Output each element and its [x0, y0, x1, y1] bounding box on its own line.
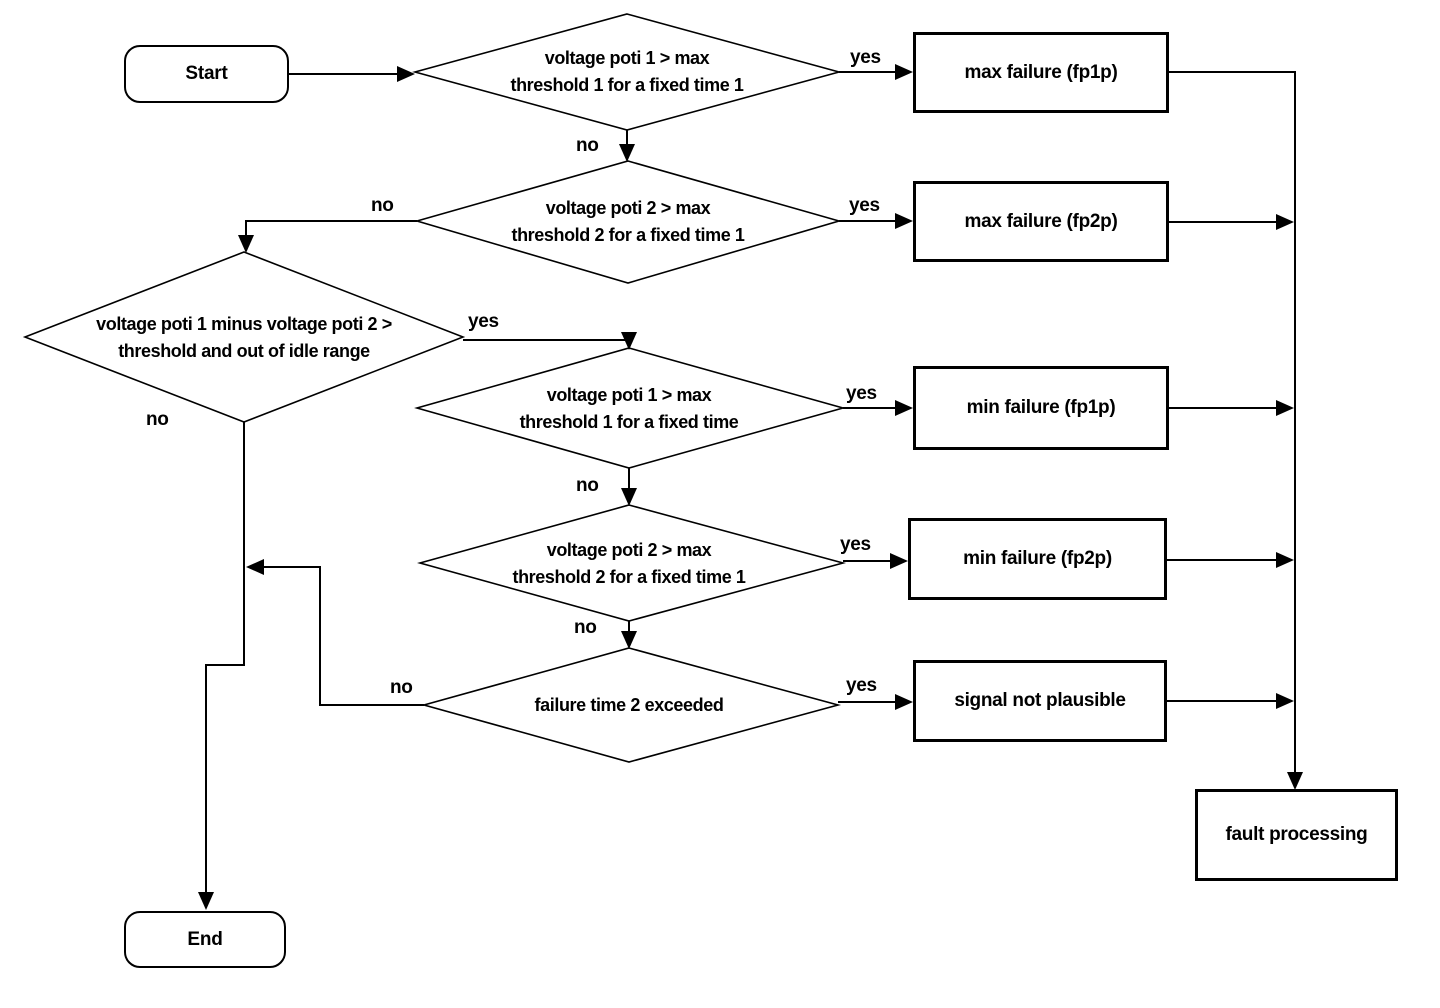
- edge-d6-no-return: [262, 566, 424, 706]
- edge-label-d4-no: no: [576, 475, 599, 496]
- process-max-failure-fp2p: max failure (fp2p): [913, 181, 1169, 262]
- edge-label-d6-no: no: [390, 677, 413, 698]
- arrowhead-into-d4: [621, 332, 637, 350]
- decision-6-shape: [421, 647, 842, 763]
- arrowhead-into-d3: [238, 235, 254, 253]
- edge-label-d5-no: no: [574, 617, 597, 638]
- edge-label-d3-no: no: [146, 409, 169, 430]
- decision-4-label: voltage poti 1 > max threshold 1 for a f…: [459, 382, 799, 436]
- decision-5-label: voltage poti 2 > max threshold 2 for a f…: [459, 537, 799, 591]
- decision-5-line1: voltage poti 2 > max: [546, 540, 712, 560]
- arrowhead-collector-b5: [1276, 693, 1294, 709]
- decision-6-line1: failure time 2 exceeded: [534, 695, 724, 715]
- decision-5-line2: threshold 2 for a fixed time 1: [512, 567, 746, 587]
- process-max-failure-fp1p: max failure (fp1p): [913, 32, 1169, 113]
- arrowhead-into-signal: [895, 694, 913, 710]
- process-signal-not-plausible: signal not plausible: [913, 660, 1167, 742]
- arrowhead-into-maxfailure2: [895, 213, 913, 229]
- arrowhead-into-maxfailure1: [895, 64, 913, 80]
- edge-d2-no: [245, 220, 417, 237]
- arrowhead-collector-b4: [1276, 552, 1294, 568]
- decision-3-line2: threshold and out of idle range: [118, 341, 370, 361]
- edge-d3-no-to-end: [205, 422, 245, 894]
- edge-label-d5-yes: yes: [840, 534, 871, 555]
- arrowhead-d6-no-merge: [246, 559, 264, 575]
- edge-label-d4-yes: yes: [846, 383, 877, 404]
- arrowhead-into-d2: [619, 144, 635, 162]
- decision-4-line2: threshold 1 for a fixed time: [519, 412, 739, 432]
- decision-4-line1: voltage poti 1 > max: [546, 385, 712, 405]
- decision-1-line1: voltage poti 1 > max: [544, 48, 710, 68]
- edge-label-d3-yes: yes: [468, 311, 499, 332]
- process-fault-processing: fault processing: [1195, 789, 1398, 881]
- process-min-failure-fp1p: min failure (fp1p): [913, 366, 1169, 450]
- arrowhead-collector-b3: [1276, 400, 1294, 416]
- decision-6-label: failure time 2 exceeded: [459, 692, 799, 719]
- arrowhead-collector-b2: [1276, 214, 1294, 230]
- edge-label-d2-yes: yes: [849, 195, 880, 216]
- arrowhead-into-end: [198, 892, 214, 910]
- edge-label-d6-yes: yes: [846, 675, 877, 696]
- decision-2-shape: [414, 160, 842, 284]
- arrowhead-into-d6: [621, 631, 637, 649]
- arrowhead-into-minfailure2: [890, 553, 908, 569]
- decision-2-label: voltage poti 2 > max threshold 2 for a f…: [458, 195, 798, 249]
- edge-label-d2-no: no: [371, 195, 394, 216]
- decision-2-line2: threshold 2 for a fixed time 1: [511, 225, 745, 245]
- decision-3-line1: voltage poti 1 minus voltage poti 2 >: [96, 314, 392, 334]
- end-node: End: [124, 911, 286, 968]
- arrowhead-into-d1: [397, 66, 415, 82]
- arrowhead-into-d5: [621, 488, 637, 506]
- process-min-failure-fp2p: min failure (fp2p): [908, 518, 1167, 600]
- arrowhead-into-minfailure1: [895, 400, 913, 416]
- edge-label-d1-no: no: [576, 135, 599, 156]
- arrowhead-into-faultprocessing: [1287, 772, 1303, 790]
- edge-label-d1-yes: yes: [850, 47, 881, 68]
- decision-2-line1: voltage poti 2 > max: [545, 198, 711, 218]
- decision-3-label: voltage poti 1 minus voltage poti 2 > th…: [49, 311, 439, 365]
- start-node: Start: [124, 45, 289, 103]
- decision-1-label: voltage poti 1 > max threshold 1 for a f…: [457, 45, 797, 99]
- decision-1-line2: threshold 1 for a fixed time 1: [510, 75, 744, 95]
